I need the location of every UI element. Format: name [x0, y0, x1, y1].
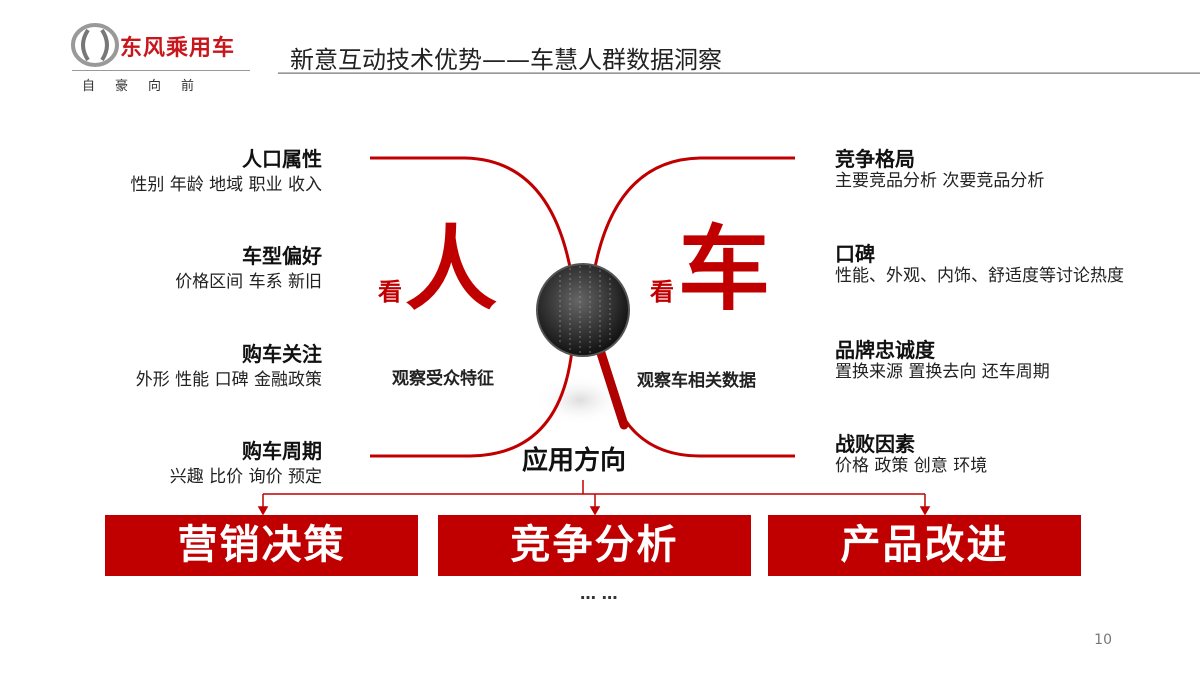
left-caption: 观察受众特征 — [392, 369, 494, 389]
logo-name: 东风乘用车 — [120, 36, 236, 61]
outcome-box-marketing: 营销决策 — [105, 515, 418, 576]
right-item-heading: 战败因素 — [835, 432, 915, 456]
big-char-person: 人 — [405, 216, 498, 323]
right-item-heading: 品牌忠诚度 — [835, 338, 935, 362]
lens-shadow — [535, 375, 625, 425]
right-item-heading: 口碑 — [835, 242, 875, 266]
outcome-box-product: 产品改进 — [768, 515, 1081, 576]
connector-arrows — [257, 480, 931, 516]
left-item-heading: 购车关注 — [242, 342, 322, 366]
big-char-car: 车 — [678, 216, 771, 323]
left-item-heading: 车型偏好 — [242, 244, 322, 268]
right-item-detail: 价格 政策 创意 环境 — [835, 456, 988, 476]
kan-label-right: 看 — [650, 278, 674, 306]
center-label: 应用方向 — [522, 446, 627, 476]
left-item-detail: 价格区间 车系 新旧 — [175, 272, 322, 292]
right-item-detail: 主要竞品分析 次要竞品分析 — [835, 171, 1045, 191]
title-divider — [278, 72, 1200, 74]
left-item-heading: 人口属性 — [242, 147, 322, 171]
page-number: 10 — [1094, 632, 1112, 648]
magnifier-handle — [595, 345, 629, 430]
right-item-heading: 竞争格局 — [835, 147, 915, 171]
ellipsis: … … — [580, 584, 618, 603]
left-item-detail: 兴趣 比价 询价 预定 — [169, 467, 322, 487]
right-item-detail: 性能、外观、内饰、舒适度等讨论热度 — [835, 266, 1124, 286]
right-item-detail: 置换来源 置换去向 还车周期 — [835, 362, 1050, 382]
outcome-box-competition: 竞争分析 — [438, 515, 751, 576]
dongfeng-logo-icon — [71, 23, 119, 67]
kan-label-left: 看 — [378, 278, 402, 306]
left-bottom-curve — [370, 349, 574, 458]
logo-divider — [72, 70, 250, 71]
page-title: 新意互动技术优势——车慧人群数据洞察 — [290, 46, 722, 74]
right-caption: 观察车相关数据 — [637, 371, 756, 391]
magnifier-lens-icon — [536, 263, 630, 357]
right-bottom-curve — [623, 419, 795, 458]
left-item-detail: 外形 性能 口碑 金融政策 — [135, 370, 322, 390]
binary-code-pattern — [559, 266, 611, 354]
logo-slogan: 自豪向前 — [82, 79, 215, 94]
left-item-detail: 性别 年龄 地域 职业 收入 — [130, 175, 322, 195]
left-item-heading: 购车周期 — [242, 439, 322, 463]
logo — [70, 22, 120, 68]
